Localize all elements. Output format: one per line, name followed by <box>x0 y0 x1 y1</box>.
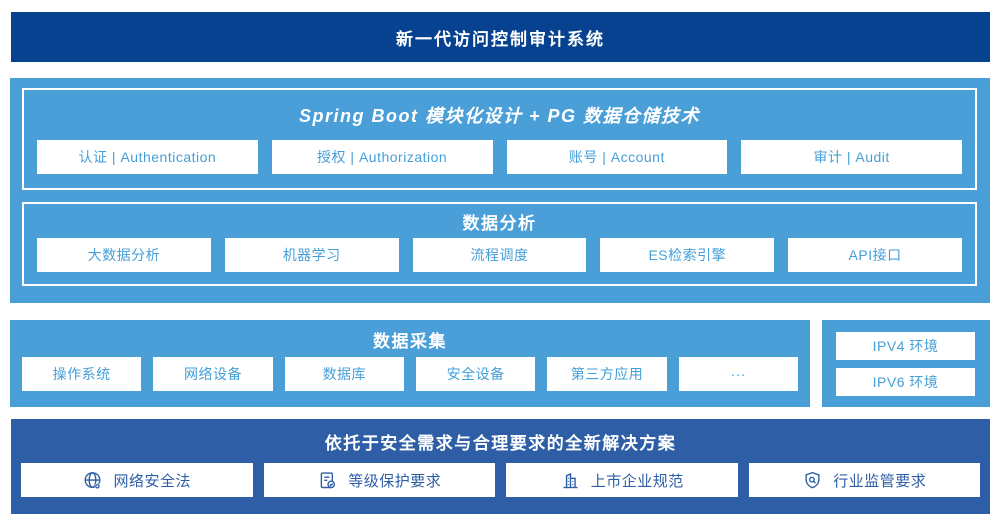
analysis-box-ml: 机器学习 <box>224 238 399 272</box>
collection-box-database: 数据库 <box>284 357 404 391</box>
solution-section: 依托于安全需求与合理要求的全新解决方案 网络安全法 等级 <box>11 419 990 514</box>
solution-box-cybersecurity-law: 网络安全法 <box>21 463 253 497</box>
solution-box-industry-regulation: 行业监管要求 <box>748 463 980 497</box>
solution-section-title: 依托于安全需求与合理要求的全新解决方案 <box>324 433 677 453</box>
page-title: 新一代访问控制审计系统 <box>11 12 990 62</box>
shield-search-icon <box>805 471 820 488</box>
analysis-box-es: ES检索引擎 <box>600 238 775 272</box>
modules-section-title: Spring Boot 模块化设计 + PG 数据仓储技术 <box>298 106 700 126</box>
analysis-section-title: 数据分析 <box>462 213 537 233</box>
analysis-box-workflow: 流程调度 <box>412 238 587 272</box>
module-box-authentication: 认证 | Authentication <box>37 140 258 174</box>
modules-row: 认证 | Authentication 授权 | Authorization 账… <box>24 140 975 174</box>
collection-row: 操作系统 网络设备 数据库 安全设备 第三方应用 ··· <box>10 357 810 391</box>
analysis-row: 大数据分析 机器学习 流程调度 ES检索引擎 API接口 <box>24 238 975 272</box>
solution-box-listed-company: 上市企业规范 <box>506 463 738 497</box>
building-icon <box>563 472 578 488</box>
checklist-check-icon <box>320 471 336 488</box>
collection-box-security-device: 安全设备 <box>415 357 536 391</box>
ipv6-box: IPV6 环境 <box>836 368 975 396</box>
analysis-box-api: API接口 <box>788 238 962 272</box>
collection-box-more: ··· <box>678 357 798 391</box>
collection-box-network-device: 网络设备 <box>153 357 273 391</box>
collection-section-title: 数据采集 <box>373 332 447 351</box>
module-box-account: 账号 | Account <box>506 140 728 174</box>
modules-section: Spring Boot 模块化设计 + PG 数据仓储技术 认证 | Authe… <box>22 88 977 190</box>
solution-box-label: 行业监管要求 <box>833 472 927 490</box>
collection-box-thirdparty: 第三方应用 <box>547 357 667 391</box>
solution-row: 网络安全法 等级保护要求 上市企业规范 <box>11 463 990 497</box>
globe-icon <box>85 471 101 489</box>
collection-box-os: 操作系统 <box>22 357 142 391</box>
solution-box-label: 网络安全法 <box>113 472 191 490</box>
ipv4-box: IPV4 环境 <box>836 332 975 360</box>
analysis-section: 数据分析 大数据分析 机器学习 流程调度 ES检索引擎 API接口 <box>22 202 977 286</box>
solution-box-label: 等级保护要求 <box>348 472 442 490</box>
platform-panel: Spring Boot 模块化设计 + PG 数据仓储技术 认证 | Authe… <box>10 78 990 303</box>
solution-box-label: 上市企业规范 <box>590 472 684 490</box>
solution-box-classified-protection: 等级保护要求 <box>263 463 495 497</box>
network-env-panel: IPV4 环境 IPV6 环境 <box>822 320 990 407</box>
analysis-box-bigdata: 大数据分析 <box>37 238 211 272</box>
module-box-authorization: 授权 | Authorization <box>271 140 493 174</box>
collection-section: 数据采集 操作系统 网络设备 数据库 安全设备 第三方应用 ··· <box>10 320 810 407</box>
module-box-audit: 审计 | Audit <box>741 140 962 174</box>
